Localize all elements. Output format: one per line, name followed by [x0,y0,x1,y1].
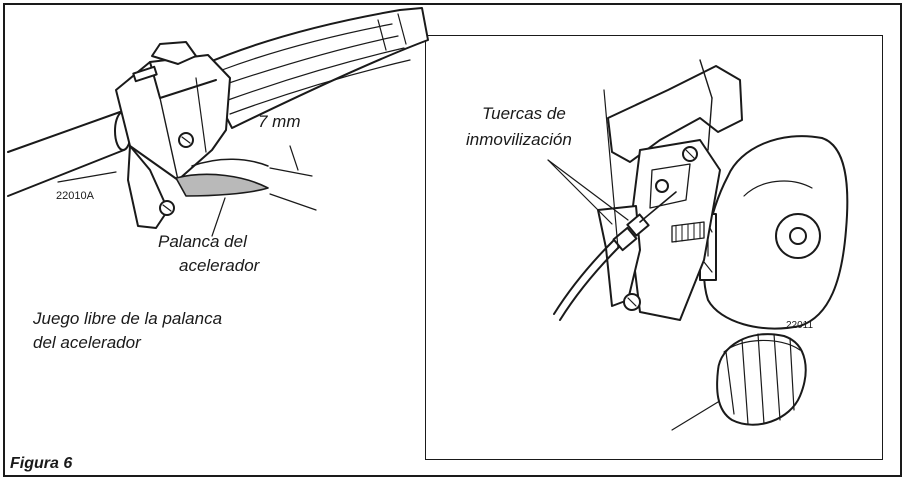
throttle-lever-label-line2: acelerador [179,256,260,275]
locknuts-label-line1: Tuercas de [482,104,566,123]
left-part-code: 22010A [56,190,94,202]
handle-assembly-drawing [7,7,429,237]
free-play-description-line2: del acelerador [33,333,141,352]
carburetor-inset-frame [425,35,883,460]
figure-frame [3,3,902,477]
gap-measure-label: 7 mm [258,112,301,131]
free-play-description-line1: Juego libre de la palanca [33,309,223,328]
figure-caption: Figura 6 [10,455,73,472]
locknuts-label-line2: inmovilización [466,130,572,149]
right-part-code: 22011 [786,320,814,331]
throttle-lever-label-line1: Palanca del [158,232,247,251]
carburetor-drawing [547,59,849,431]
